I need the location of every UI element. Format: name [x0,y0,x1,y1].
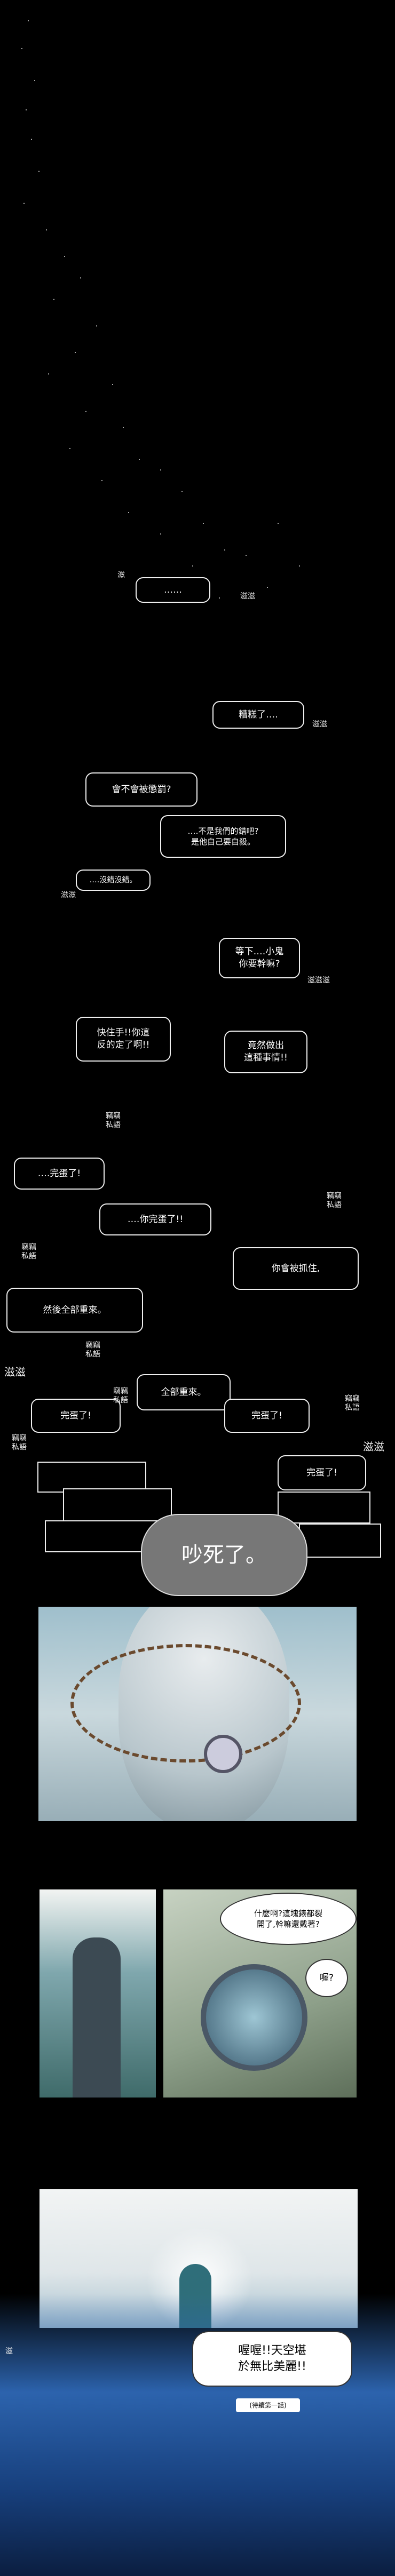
boy-silhouette [73,1937,121,2098]
speech-bubble: 快住手!!你這 反的定了啊!! [76,1017,171,1062]
speech-bubble: 全部重來。 [137,1374,231,1410]
speech-bubble: 喔喔!!天空堪 於無比美麗!! [192,2331,352,2387]
speech-bubble: 然後全部重來。 [6,1288,143,1333]
sfx-text: 滋滋 [4,1366,26,1378]
sfx-text: 竊竊 私語 [85,1341,100,1359]
sfx-text: 竊竊 私語 [113,1387,128,1405]
sfx-text: 竊竊 私語 [106,1112,121,1129]
broken-watch-icon [201,1964,307,2071]
speech-bubble: 完蛋了! [31,1399,121,1433]
panel-boy-rope [38,1607,357,1821]
rope [70,1644,301,1762]
sfx-text: 滋滋 [240,592,255,601]
speech-bubble-large: 吵死了。 [141,1514,307,1596]
speech-bubble: ‥‥不是我們的錯吧? 是他自己要自殺。 [160,815,286,858]
sfx-text: 竊竊 私語 [21,1243,36,1261]
speech-bubble: ‥‥完蛋了! [14,1158,105,1190]
sketch-box [278,1492,370,1524]
speech-bubble: ‥‥沒錯沒錯。 [76,870,151,891]
sfx-text: 滋 [5,2347,13,2356]
sketch-box [37,1462,146,1493]
speech-bubble: 什麼啊?這塊錶都裂 開了,幹嘛還戴著? [220,1893,357,1945]
speech-bubble: 竟然做出 這種事情!! [224,1031,307,1073]
sfx-text: 滋 [117,571,125,579]
speech-bubble: 完蛋了! [224,1399,310,1433]
sfx-text: 滋滋 [61,891,76,899]
sfx-text: 竊竊 私語 [12,1434,27,1452]
speech-bubble: 完蛋了! [278,1455,366,1490]
caption-box: (待續第一話) [236,2398,300,2412]
watch-icon [204,1735,242,1773]
sfx-text: 滋滋 [312,720,327,729]
speech-bubble: ‥‥你完蛋了!! [99,1203,211,1235]
sfx-text: 竊竊 私語 [345,1394,360,1412]
sfx-text: 滋滋 [363,1440,384,1453]
speech-bubble: 你會被抓住, [233,1247,359,1290]
panel-boy-standing [40,1889,156,2098]
speech-bubble: 糟糕了‥‥ [212,701,304,729]
speech-bubble: 等下‥‥小鬼 你要幹嘛? [219,938,300,978]
sketch-box [63,1488,172,1522]
sfx-text: 竊竊 私語 [327,1192,342,1209]
speech-bubble: 喔? [305,1959,348,1997]
speech-bubble: 會不會被懲罰? [85,772,198,807]
sketch-box [299,1524,381,1558]
sfx-text: 滋滋滋 [307,976,330,985]
speech-bubble: ‥‥‥ [136,577,210,603]
